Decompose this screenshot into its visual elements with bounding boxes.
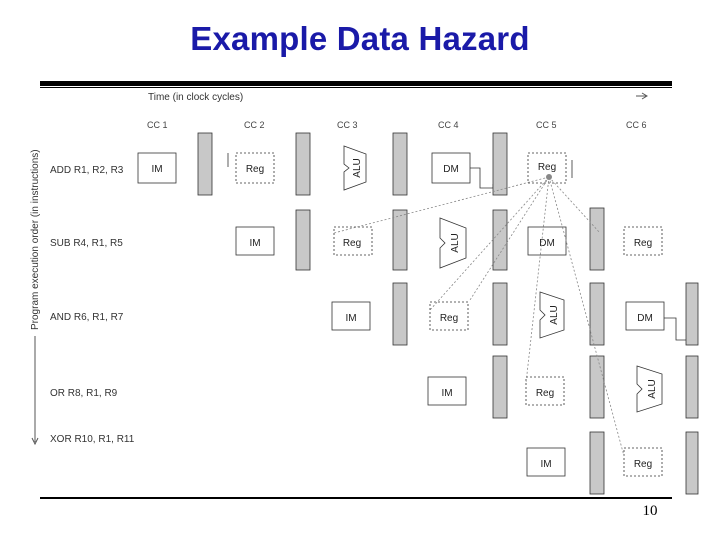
stage-reg	[525, 376, 565, 406]
stage-im	[235, 226, 275, 256]
bottom-rule	[40, 497, 672, 499]
order-arrow-icon	[31, 336, 39, 446]
stage-reg-label: Reg	[634, 459, 652, 470]
stage-alu	[439, 217, 467, 269]
pipeline-register	[589, 431, 605, 495]
dependency-line-and	[429, 176, 550, 311]
dependency-line-cc6	[548, 176, 601, 234]
stage-alu-label: ALU	[352, 158, 363, 177]
stage-alu-label: ALU	[549, 305, 560, 324]
dependency-line-alu	[469, 176, 550, 301]
top-rule	[40, 81, 672, 86]
page-number: 10	[642, 503, 658, 519]
stage-dm	[527, 226, 567, 256]
pipeline-register	[392, 132, 408, 196]
cc-label-3: CC 3	[337, 120, 358, 130]
stage-dm-label: DM	[443, 164, 459, 175]
pipeline-row-or: IM Reg ALU	[427, 355, 699, 419]
time-arrow-icon	[636, 92, 648, 100]
hazard-dependency-lines	[333, 176, 625, 457]
dependency-line-or	[525, 176, 550, 384]
cc-label-5: CC 5	[536, 120, 557, 130]
pipeline-register	[589, 282, 605, 346]
pipeline-register	[295, 209, 311, 271]
stage-reg-label: Reg	[343, 238, 361, 249]
stage-alu	[539, 291, 565, 339]
pipeline-row-xor: IM Reg	[526, 431, 699, 495]
stage-reg-label: Reg	[440, 313, 458, 324]
instruction-label-add: ADD R1, R2, R3	[50, 165, 124, 176]
stage-im-label: IM	[441, 388, 452, 399]
pipeline-register	[392, 282, 408, 346]
instruction-label-xor: XOR R10, R1, R11	[50, 434, 135, 445]
stage-reg	[623, 447, 663, 477]
stage-alu	[636, 365, 663, 413]
cc-label-2: CC 2	[244, 120, 265, 130]
stage-alu	[343, 145, 367, 191]
stage-im-label: IM	[540, 459, 551, 470]
stage-reg-label: Reg	[634, 238, 652, 249]
pipeline-register	[492, 282, 508, 346]
stage-im	[137, 152, 177, 184]
dependency-line-xor	[548, 176, 625, 457]
stage-dm	[431, 152, 471, 184]
stage-im	[331, 301, 371, 331]
cc-label-6: CC 6	[626, 120, 647, 130]
cc-label-1: CC 1	[147, 120, 168, 130]
stage-dm-label: DM	[637, 313, 653, 324]
pipeline-register	[685, 282, 699, 346]
stage-alu-label: ALU	[647, 379, 658, 398]
stage-reg-label: Reg	[536, 388, 554, 399]
pipeline-register	[295, 132, 311, 196]
pipeline-register	[685, 431, 699, 495]
stage-im	[427, 376, 467, 406]
pipeline-register	[492, 355, 508, 419]
stage-im-label: IM	[151, 164, 162, 175]
instruction-label-sub: SUB R4, R1, R5	[50, 238, 123, 249]
instruction-label-and: AND R6, R1, R7	[50, 312, 124, 323]
y-axis-label: Program execution order (in instructions…	[30, 149, 41, 330]
pipeline-row-add: IM Reg ALU DM Reg	[137, 132, 573, 196]
cc-label-4: CC 4	[438, 120, 459, 130]
slide-title: Example Data Hazard	[190, 20, 530, 57]
stage-reg	[333, 226, 373, 256]
stage-im-label: IM	[249, 238, 260, 249]
stage-reg-label: Reg	[246, 164, 264, 175]
stage-dm	[625, 301, 665, 331]
pipeline-register	[589, 355, 605, 419]
pipeline-register	[492, 132, 508, 196]
pipeline-register	[197, 132, 213, 196]
stage-alu-label: ALU	[450, 233, 461, 252]
pipeline-register	[589, 207, 605, 271]
pipeline-row-and: IM Reg ALU DM	[331, 282, 699, 346]
stage-dm-label: DM	[539, 238, 555, 249]
pipeline-register	[685, 355, 699, 419]
stage-im-label: IM	[345, 313, 356, 324]
pipeline-row-sub: IM Reg ALU DM Reg	[235, 207, 663, 271]
stage-reg	[235, 152, 275, 184]
instruction-label-or: OR R8, R1, R9	[50, 388, 118, 399]
top-rule-thin	[40, 87, 672, 88]
pipeline-register	[492, 209, 508, 271]
stage-reg-label: Reg	[538, 162, 556, 173]
stage-reg	[623, 226, 663, 256]
stage-reg	[429, 301, 469, 331]
stage-im	[526, 447, 566, 477]
pipeline-register	[392, 209, 408, 271]
time-axis-label: Time (in clock cycles)	[148, 92, 243, 103]
dependency-line-sub	[333, 176, 550, 234]
